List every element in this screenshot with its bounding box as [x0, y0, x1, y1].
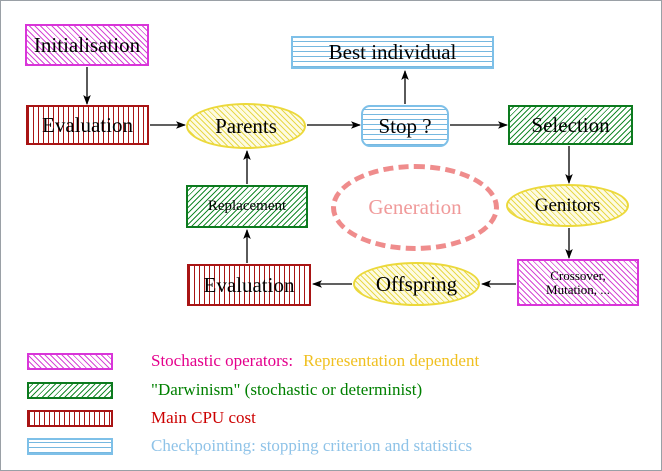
legend-row-darwinism: "Darwinism" (stochastic or determinist): [27, 378, 422, 402]
node-crossover-mutation[interactable]: Crossover, Mutation, ...: [517, 259, 639, 306]
legend-swatch-magenta-diagonal-hatch: [27, 352, 113, 370]
node-evaluation-top[interactable]: Evaluation: [26, 105, 149, 145]
node-selection[interactable]: Selection: [508, 105, 633, 145]
legend-swatch-blue-horizontal-hatch: [27, 437, 113, 455]
legend-label-checkpointing: Checkpointing: stopping criterion and st…: [151, 436, 473, 455]
legend-label-stochastic-operators: Stochastic operators:: [151, 351, 294, 370]
node-initialisation[interactable]: Initialisation: [25, 24, 149, 66]
node-stop[interactable]: Stop ?: [361, 105, 449, 147]
legend-swatch-red-vertical-hatch: [27, 409, 113, 427]
node-offspring[interactable]: Offspring: [353, 262, 480, 306]
node-evaluation-bottom[interactable]: Evaluation: [187, 264, 311, 306]
node-best-individual[interactable]: Best individual: [291, 36, 494, 69]
node-genitors[interactable]: Genitors: [506, 184, 629, 227]
legend-label-representation-dependent: Representation dependent: [303, 351, 480, 370]
legend-swatch-green-diagonal-hatch: [27, 381, 113, 399]
node-replacement[interactable]: Replacement: [186, 185, 308, 228]
legend-row-stochastic-operators: Stochastic operators: Representation dep…: [27, 349, 479, 373]
legend-label-darwinism: "Darwinism" (stochastic or determinist): [151, 380, 423, 399]
legend-label-main-cpu-cost: Main CPU cost: [151, 408, 256, 427]
node-parents[interactable]: Parents: [186, 103, 306, 149]
legend-row-main-cpu-cost: Main CPU cost: [27, 406, 256, 430]
legend-row-checkpointing: Checkpointing: stopping criterion and st…: [27, 434, 472, 458]
node-generation-boundary: Generation: [331, 164, 499, 251]
